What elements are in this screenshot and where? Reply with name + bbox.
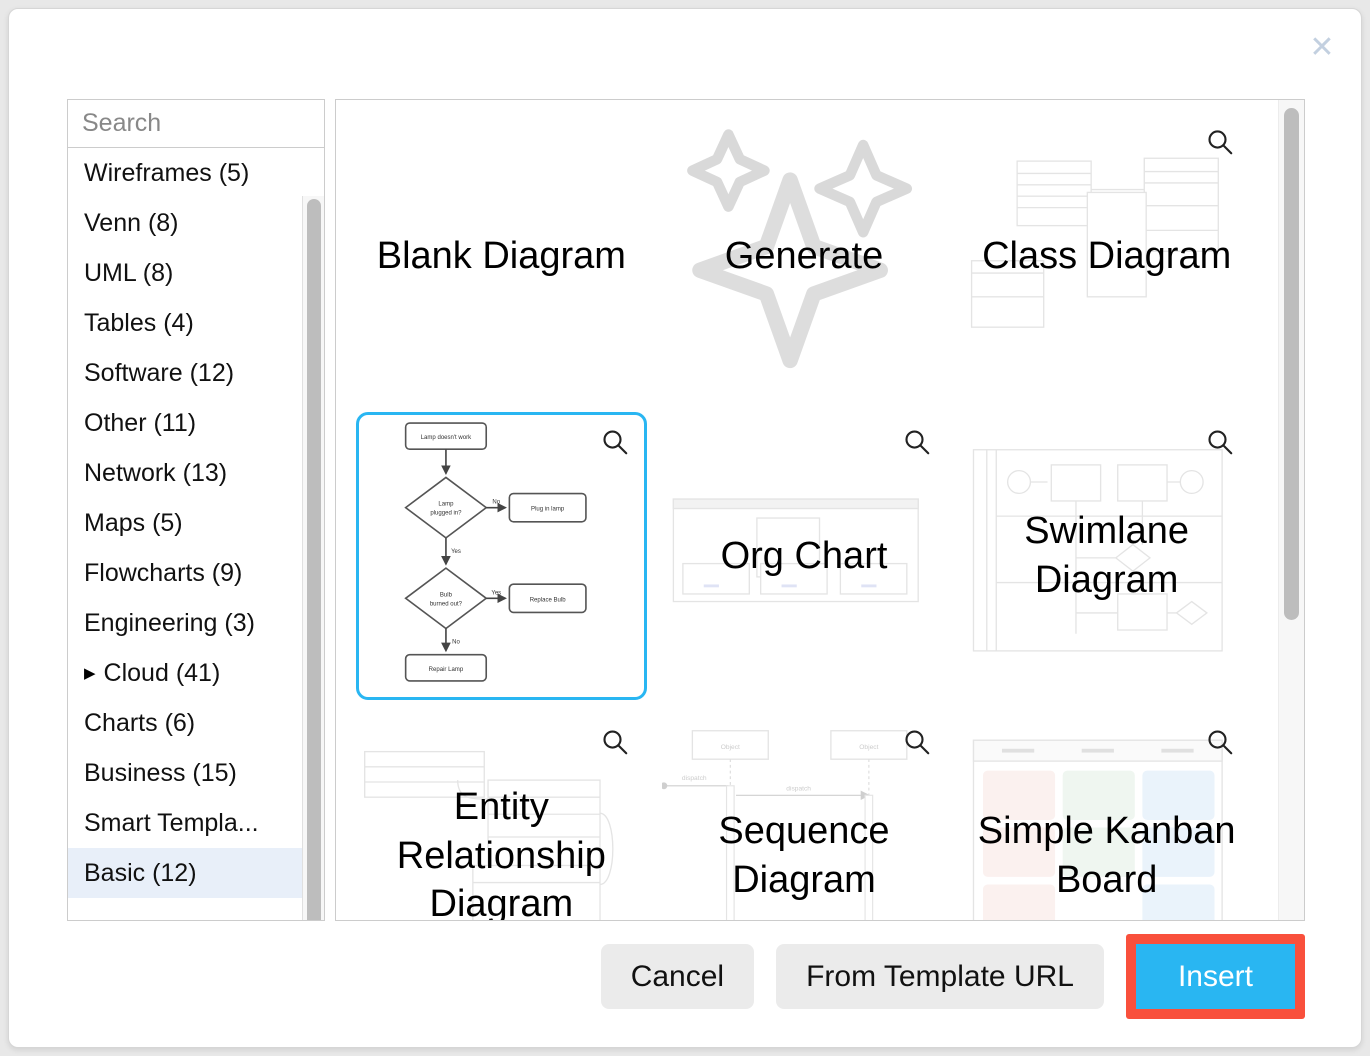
sidebar-scrollbar-track[interactable] [302,196,324,920]
sidebar-item-label: Venn (8) [84,208,179,237]
svg-text:Yes: Yes [451,549,461,555]
preview-magnifier-icon[interactable] [600,427,630,457]
content-scrollbar-thumb[interactable] [1284,108,1299,620]
template-card[interactable]: Org Chart [659,412,950,700]
sidebar-item[interactable]: Wireframes (5) [68,148,324,198]
sidebar-item-label: Tables (4) [84,308,194,337]
category-list[interactable]: Wireframes (5) Venn (8) UML (8) Tables (4) S… [68,148,324,920]
orgchart-thumbnail [662,415,947,697]
expand-triangle-icon[interactable]: ▶ [84,663,96,682]
sidebar-item[interactable]: Basic (12) [68,848,324,898]
template-card[interactable]: Lamp doesn't work Lamp plugged in? Plug i… [356,412,647,700]
org-chart-thumb [672,498,919,603]
sparkles-thumbnail [662,115,947,397]
svg-text:No: No [452,640,460,646]
sidebar-item[interactable]: Tables (4) [68,298,324,348]
template-card[interactable]: Class Diagram [961,112,1252,400]
category-sidebar: Wireframes (5) Venn (8) UML (8) Tables (4) S… [67,99,325,921]
sidebar-scrollbar-thumb[interactable] [307,199,321,920]
svg-text:Plug in lamp: Plug in lamp [531,507,565,513]
search-input[interactable] [82,109,324,138]
template-card-label: Entity Relationship Diagram [396,786,606,921]
sidebar-item[interactable]: Charts (6) [68,698,324,748]
template-card[interactable]: Generate [659,112,950,400]
sidebar-item-label: Wireframes (5) [84,158,250,187]
sidebar-item[interactable]: Venn (8) [68,198,324,248]
template-card-label: Sequence Diagram [718,810,890,901]
sidebar-item[interactable]: Other (11) [68,398,324,448]
template-card[interactable]: Entity Relationship Diagram [356,712,647,921]
sidebar-item[interactable]: Smart Templa... [68,798,324,848]
template-grid: Blank Diagram Generate [336,100,1266,921]
template-grid-panel: Blank Diagram Generate [335,99,1305,921]
insert-button-highlight: Insert [1125,934,1305,1019]
sidebar-item-label: Network (13) [84,458,228,487]
template-picker-dialog: ✕ Wireframes (5) Venn (8) UML (8) Tables (4… [8,8,1362,1048]
flowchart-thumbnail: Lamp doesn't work Lamp plugged in? Plug i… [359,415,644,697]
preview-magnifier-icon[interactable] [1205,727,1235,757]
preview-magnifier-icon[interactable] [600,727,630,757]
template-card[interactable]: Blank Diagram [356,112,647,400]
template-card-label: Blank Diagram [376,234,626,277]
sidebar-item-label: Charts (6) [84,708,196,737]
preview-magnifier-icon[interactable] [902,427,932,457]
cancel-button[interactable]: Cancel [600,944,755,1009]
sidebar-item[interactable]: Flowcharts (9) [68,548,324,598]
svg-text:Bulb: Bulb [440,592,453,598]
template-card[interactable]: Simple Kanban Board [961,712,1252,920]
swimlane-thumb [973,449,1224,652]
svg-text:Lamp: Lamp [438,502,454,508]
svg-text:burned out?: burned out? [430,601,463,607]
sidebar-item[interactable]: ▶ Cloud (41) [68,648,324,698]
sidebar-item[interactable]: Maps (5) [68,498,324,548]
sidebar-item-label: Engineering (3) [84,608,255,637]
sidebar-item-label: Flowcharts (9) [84,558,243,587]
template-card-label: Class Diagram [982,234,1232,277]
template-card[interactable]: Object Object dispatch dispatch Sequence… [659,712,950,920]
close-icon[interactable]: ✕ [1309,30,1335,65]
svg-text:Yes: Yes [491,590,501,596]
template-card-label: Swimlane Diagram [1024,510,1190,601]
sidebar-item-label: Business (15) [84,758,237,787]
sidebar-item-label: Basic (12) [84,858,197,887]
svg-text:No: No [492,500,500,506]
template-card-label: Generate [724,234,884,277]
template-card[interactable]: Swimlane Diagram [961,412,1252,700]
from-template-url-button[interactable]: From Template URL [776,944,1104,1009]
preview-magnifier-icon[interactable] [1205,427,1235,457]
template-card-label: Org Chart [720,534,888,577]
svg-text:dispatch: dispatch [682,775,707,782]
content-scrollbar-track[interactable] [1278,100,1304,920]
flowchart-thumb: Lamp doesn't work Lamp plugged in? Plug i… [404,422,587,682]
svg-text:dispatch: dispatch [786,786,811,793]
sidebar-item[interactable]: Network (13) [68,448,324,498]
insert-button[interactable]: Insert [1135,944,1295,1009]
svg-text:Object: Object [720,744,739,751]
svg-text:plugged in?: plugged in? [430,511,462,517]
search-row [68,100,324,148]
preview-magnifier-icon[interactable] [1205,127,1235,157]
class-thumbnail [964,115,1249,397]
svg-text:Lamp doesn't work: Lamp doesn't work [421,435,472,441]
sidebar-item[interactable]: Business (15) [68,748,324,798]
svg-text:Repair Lamp: Repair Lamp [429,667,464,673]
sidebar-item-label: Software (12) [84,358,235,387]
sparkles-thumb [686,129,912,369]
svg-text:Replace Bulb: Replace Bulb [530,597,567,603]
class-diagram-thumb [971,157,1220,328]
sidebar-item-label: Smart Templa... [84,808,259,837]
dialog-footer: Cancel From Template URL Insert [9,934,1361,1019]
template-card-label: Simple Kanban Board [977,810,1236,901]
sidebar-item-label: Maps (5) [84,508,183,537]
sidebar-item[interactable]: Software (12) [68,348,324,398]
svg-text:Object: Object [859,744,878,751]
sidebar-item-label: UML (8) [84,258,174,287]
sidebar-item[interactable]: UML (8) [68,248,324,298]
swimlane-thumbnail [964,415,1249,697]
sidebar-item-label: Other (11) [84,408,197,437]
preview-magnifier-icon[interactable] [902,727,932,757]
sidebar-item[interactable]: Engineering (3) [68,598,324,648]
sidebar-item-label: Cloud (41) [103,658,221,687]
